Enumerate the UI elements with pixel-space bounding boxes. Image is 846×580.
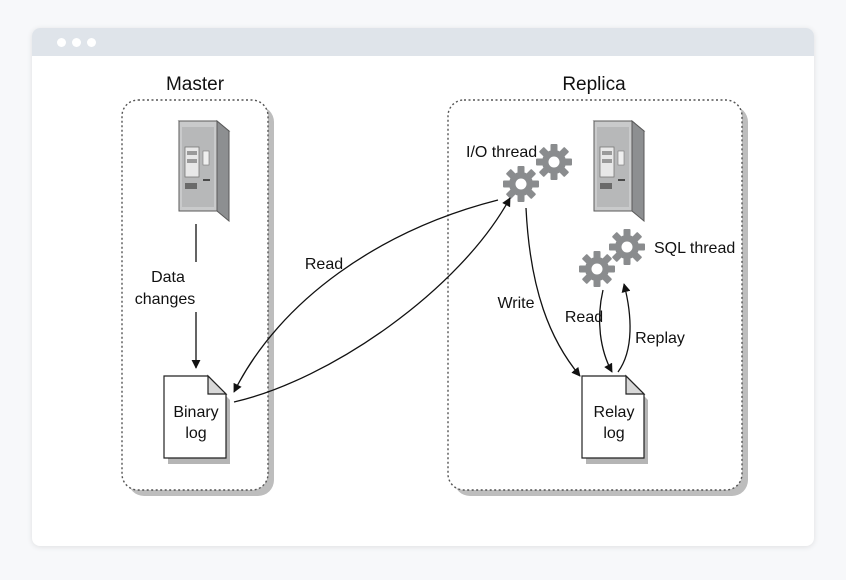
window-dot-icon [72, 38, 81, 47]
master-title: Master [166, 74, 225, 95]
read-binlog-label: Read [305, 256, 343, 273]
binary-log-label-line1: Binary [173, 404, 218, 421]
window-dot-icon [57, 38, 66, 47]
relay-log-label-line2: log [603, 425, 624, 442]
read-binlog-request-arrow [233, 199, 499, 393]
replay-label: Replay [635, 330, 685, 347]
replica-server-icon [593, 120, 645, 222]
sql-thread-gear-icon [609, 229, 645, 265]
relay-log-label-line1: Relay [594, 404, 635, 421]
io-thread-gear-icon [536, 144, 572, 180]
title-bar [32, 28, 814, 56]
data-changes-label-bg [146, 262, 206, 312]
data-changes-label-line1: Data [151, 269, 185, 286]
data-changes-label-line2: changes [135, 291, 196, 308]
write-label: Write [497, 295, 534, 312]
replica-title: Replica [562, 74, 626, 95]
replay-arrow [617, 283, 631, 373]
sql-read-arrow [598, 289, 613, 373]
sql-read-label: Read [565, 309, 603, 326]
window-dot-icon [87, 38, 96, 47]
master-server-icon [178, 120, 230, 222]
io-thread-gear-icon [503, 166, 539, 202]
sql-thread-label: SQL thread [654, 240, 735, 257]
binary-log-label-line2: log [185, 425, 206, 442]
write-arrow [525, 207, 581, 377]
read-binlog-return-arrow [233, 197, 511, 403]
io-thread-label: I/O thread [466, 144, 537, 161]
sql-thread-gear-icon [579, 251, 615, 287]
